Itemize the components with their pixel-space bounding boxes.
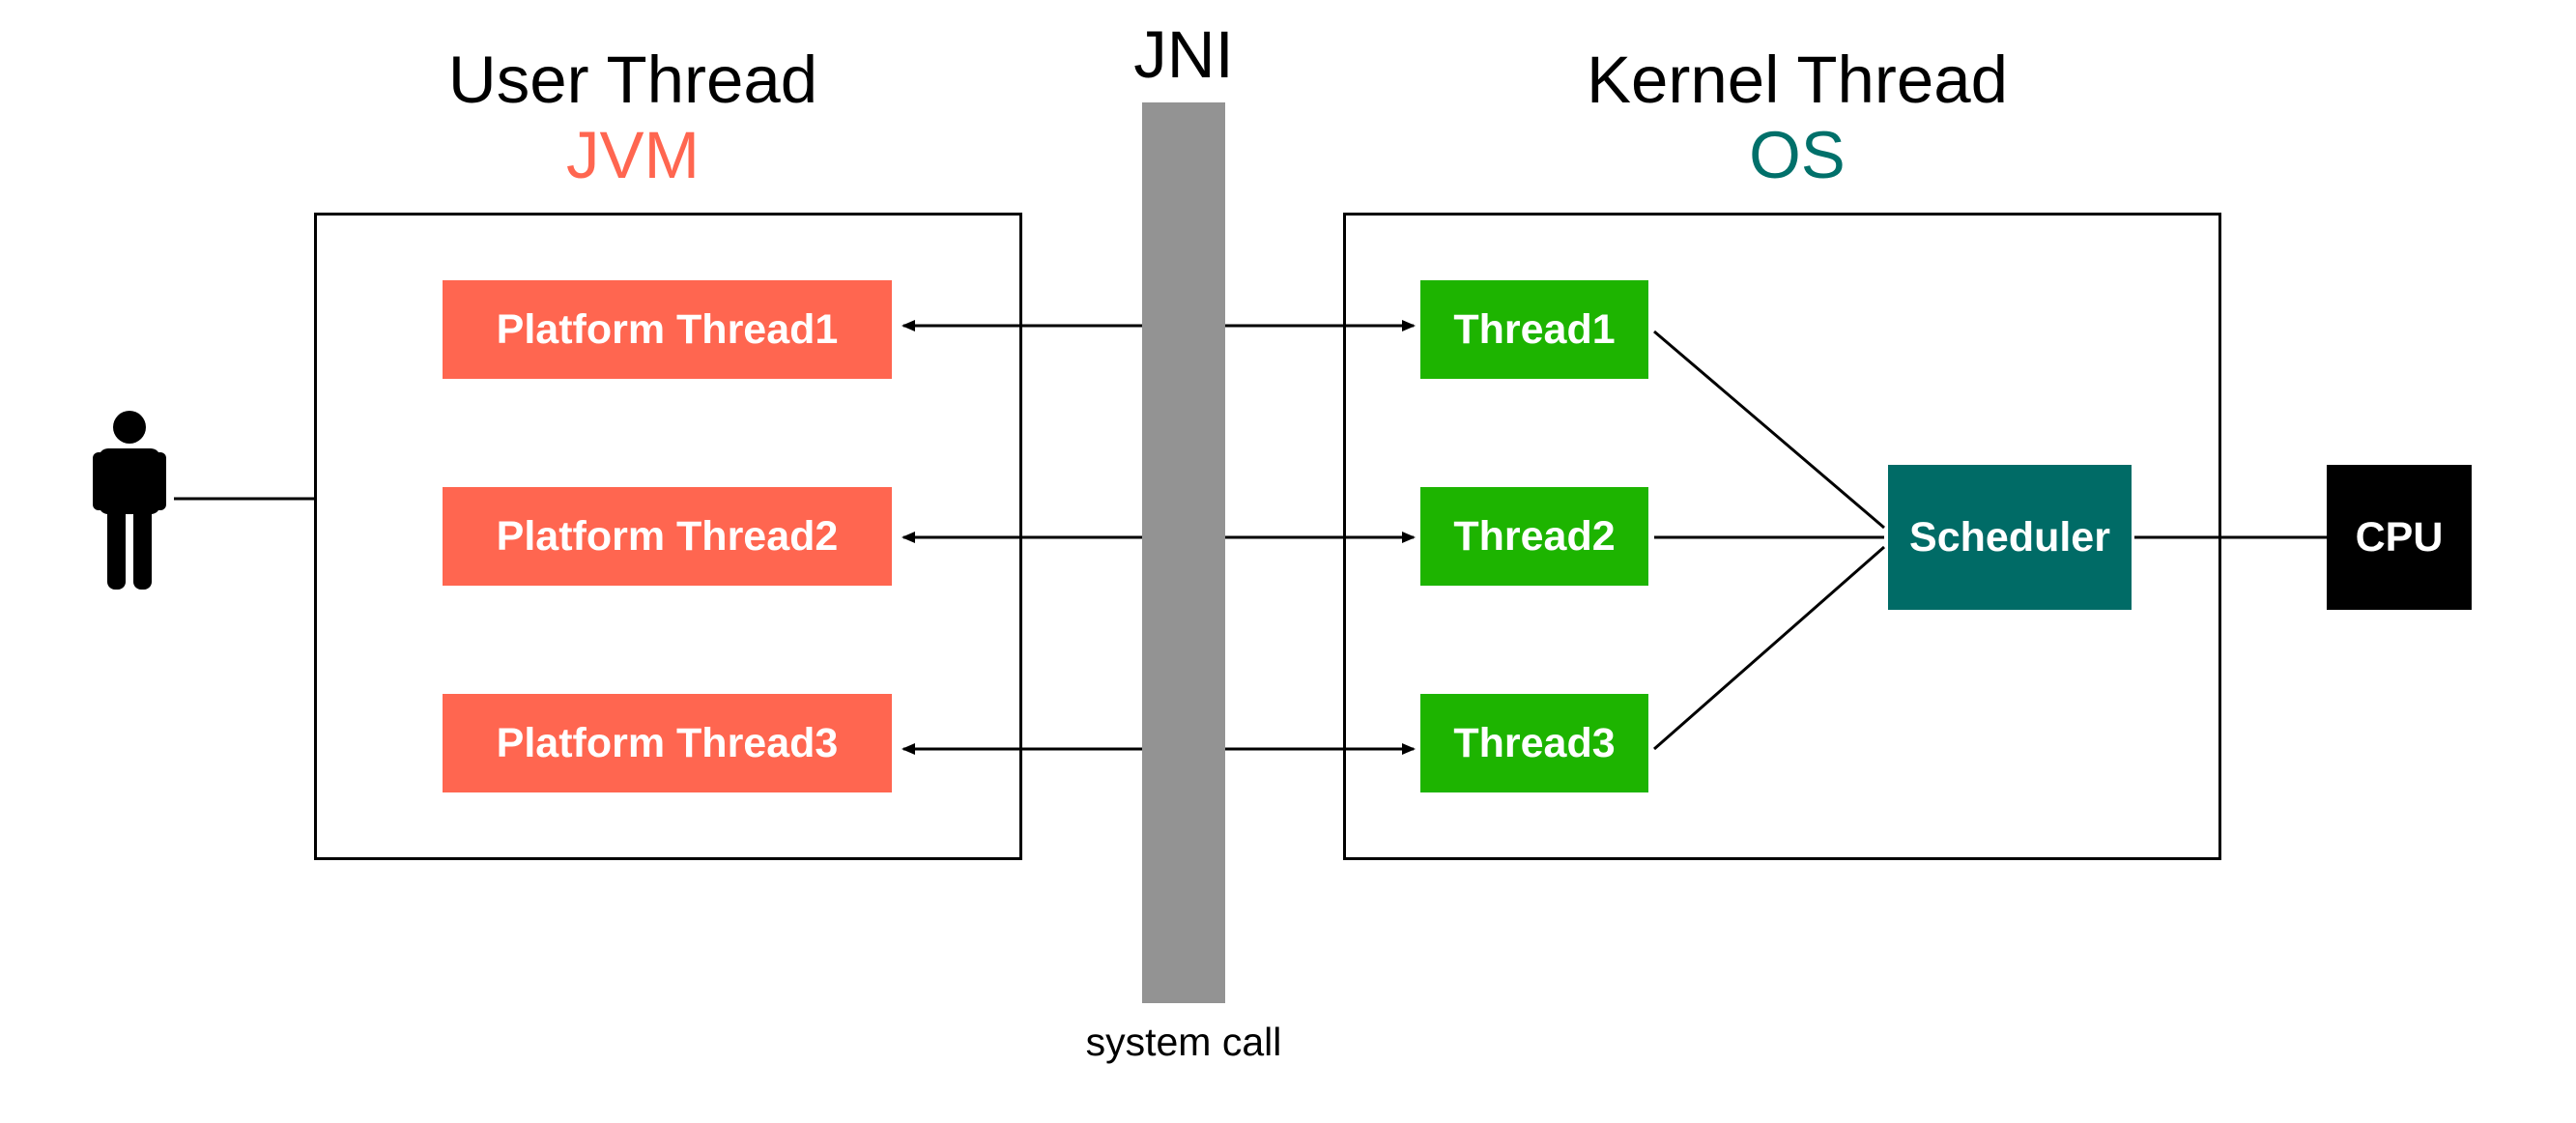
kernel-thread-3: Thread3 [1420, 694, 1648, 792]
thread3-to-scheduler-line [1653, 545, 1885, 751]
scheduler-node: Scheduler [1888, 465, 2132, 610]
cpu-node: CPU [2327, 465, 2472, 610]
system-call-caption: system call [1085, 1020, 1282, 1064]
jni-system-call-bar [1142, 102, 1225, 1003]
kernel-thread-1: Thread1 [1420, 280, 1648, 379]
platform-thread-2: Platform Thread2 [443, 487, 892, 586]
kernel-thread-title: Kernel Thread [1586, 43, 2008, 117]
platform-thread-1: Platform Thread1 [443, 280, 892, 379]
platform-thread-3: Platform Thread3 [443, 694, 892, 792]
person-icon [93, 411, 166, 590]
os-subtitle: OS [1749, 118, 1846, 192]
kernel-thread-2: Thread2 [1420, 487, 1648, 586]
thread1-to-scheduler-line [1653, 330, 1885, 530]
jni-title: JNI [1133, 17, 1234, 92]
jvm-subtitle: JVM [566, 118, 700, 192]
user-thread-title: User Thread [447, 43, 818, 117]
